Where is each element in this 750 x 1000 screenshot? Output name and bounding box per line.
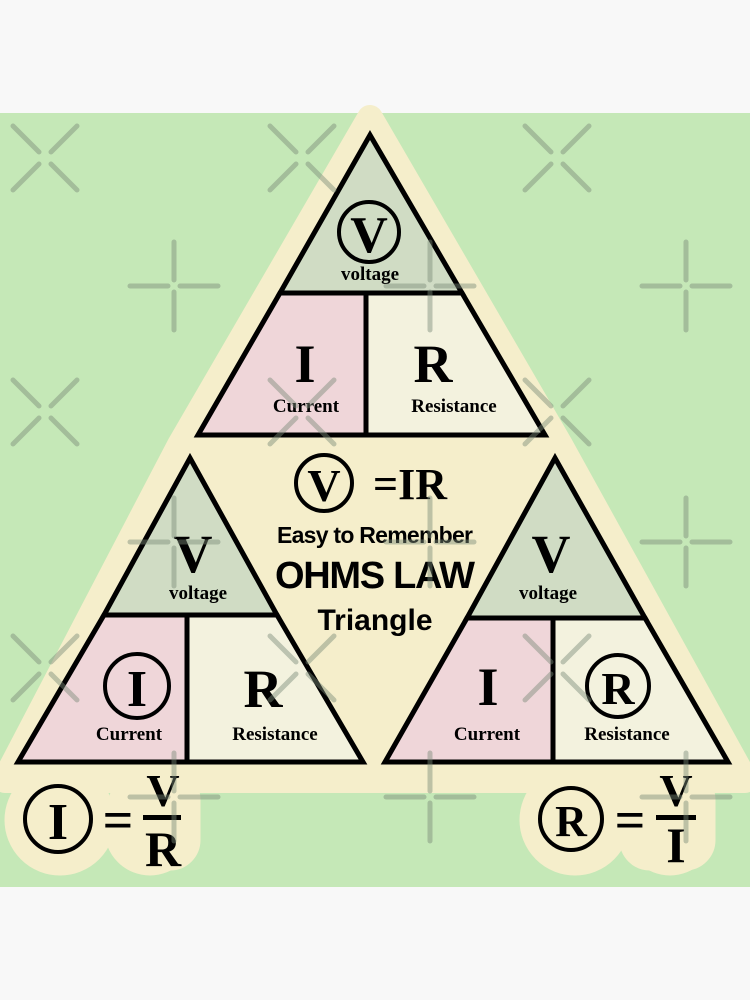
- watermark-stroke: [522, 123, 554, 155]
- watermark-stroke: [305, 161, 337, 193]
- top-voltage-symbol: V: [350, 207, 388, 264]
- top-resistance-symbol: R: [414, 334, 454, 394]
- center-formula-circle: [294, 453, 354, 513]
- top-resistance-label: Resistance: [411, 396, 496, 417]
- top-triangle: [193, 129, 550, 438]
- watermark-stroke: [560, 415, 592, 447]
- watermark-stroke: [267, 671, 299, 703]
- watermark-stroke: [522, 161, 554, 193]
- right-current-label: Current: [454, 724, 521, 745]
- watermark-stroke: [10, 377, 42, 409]
- left-formula-numerator: V: [146, 765, 179, 816]
- top-voltage-label: voltage: [341, 264, 399, 285]
- left-current-label: Current: [96, 724, 163, 745]
- left-formula-symbol: I: [48, 794, 68, 851]
- left-current-circle: [103, 652, 171, 720]
- watermark-stroke: [522, 671, 554, 703]
- right-fraction-bar: [656, 815, 696, 820]
- watermark-stroke: [10, 123, 42, 155]
- watermark-stroke: [305, 633, 337, 665]
- watermark-stroke: [48, 161, 80, 193]
- right-resistance-label: Resistance: [584, 724, 669, 745]
- watermark-stroke: [522, 415, 554, 447]
- watermark-stroke: [522, 633, 554, 665]
- right-voltage-label: voltage: [519, 583, 577, 604]
- watermark-stroke: [560, 377, 592, 409]
- left-voltage-label: voltage: [169, 583, 227, 604]
- watermark-pattern: [10, 123, 733, 844]
- watermark-stroke: [48, 671, 80, 703]
- watermark-stroke: [48, 415, 80, 447]
- right-formula-symbol: R: [555, 797, 588, 846]
- center-line1: Easy to Remember: [277, 522, 473, 548]
- watermark-stroke: [560, 123, 592, 155]
- right-voltage-symbol: V: [532, 524, 571, 584]
- top-current-label: Current: [273, 396, 340, 417]
- right-resistance-circle: [585, 653, 651, 719]
- right-formula-denominator: I: [666, 817, 685, 873]
- watermark-stroke: [560, 671, 592, 703]
- watermark-stroke: [560, 161, 592, 193]
- watermark-stroke: [522, 377, 554, 409]
- left-formula-equals: =: [103, 790, 134, 850]
- watermark-stroke: [267, 161, 299, 193]
- watermark-stroke: [305, 671, 337, 703]
- watermark-stroke: [267, 377, 299, 409]
- right-triangle: [380, 452, 733, 765]
- watermark-stroke: [267, 123, 299, 155]
- watermark-stroke: [10, 671, 42, 703]
- watermark-stroke: [305, 377, 337, 409]
- right-resistance-symbol: R: [601, 663, 635, 714]
- right-formula-numerator: V: [659, 765, 692, 816]
- watermark-stroke: [10, 161, 42, 193]
- left-fraction-bar: [143, 815, 181, 820]
- top-current-symbol: I: [294, 334, 315, 394]
- left-resistance-symbol: R: [244, 659, 284, 719]
- left-formula-circle: [23, 784, 93, 854]
- left-current-symbol: I: [127, 661, 147, 718]
- voltage-circle: [337, 200, 401, 264]
- watermark-stroke: [10, 415, 42, 447]
- watermark-stroke: [48, 633, 80, 665]
- right-formula-circle: [538, 786, 604, 852]
- right-formula-equals: =: [615, 790, 646, 850]
- left-triangle: [13, 452, 368, 765]
- watermark-stroke: [305, 415, 337, 447]
- watermark-stroke: [48, 377, 80, 409]
- right-current-symbol: I: [477, 657, 498, 717]
- watermark-stroke: [267, 633, 299, 665]
- center-formula-symbol: V: [307, 460, 340, 511]
- left-voltage-symbol: V: [174, 524, 213, 584]
- center-line3: Triangle: [317, 604, 432, 637]
- watermark-stroke: [10, 633, 42, 665]
- watermark-stroke: [560, 633, 592, 665]
- watermark-stroke: [267, 415, 299, 447]
- center-title: OHMS LAW: [275, 555, 475, 597]
- watermark-stroke: [305, 123, 337, 155]
- center-formula-rest: =IR: [373, 460, 448, 509]
- left-resistance-label: Resistance: [232, 724, 317, 745]
- watermark-stroke: [48, 123, 80, 155]
- left-formula-denominator: R: [145, 821, 182, 877]
